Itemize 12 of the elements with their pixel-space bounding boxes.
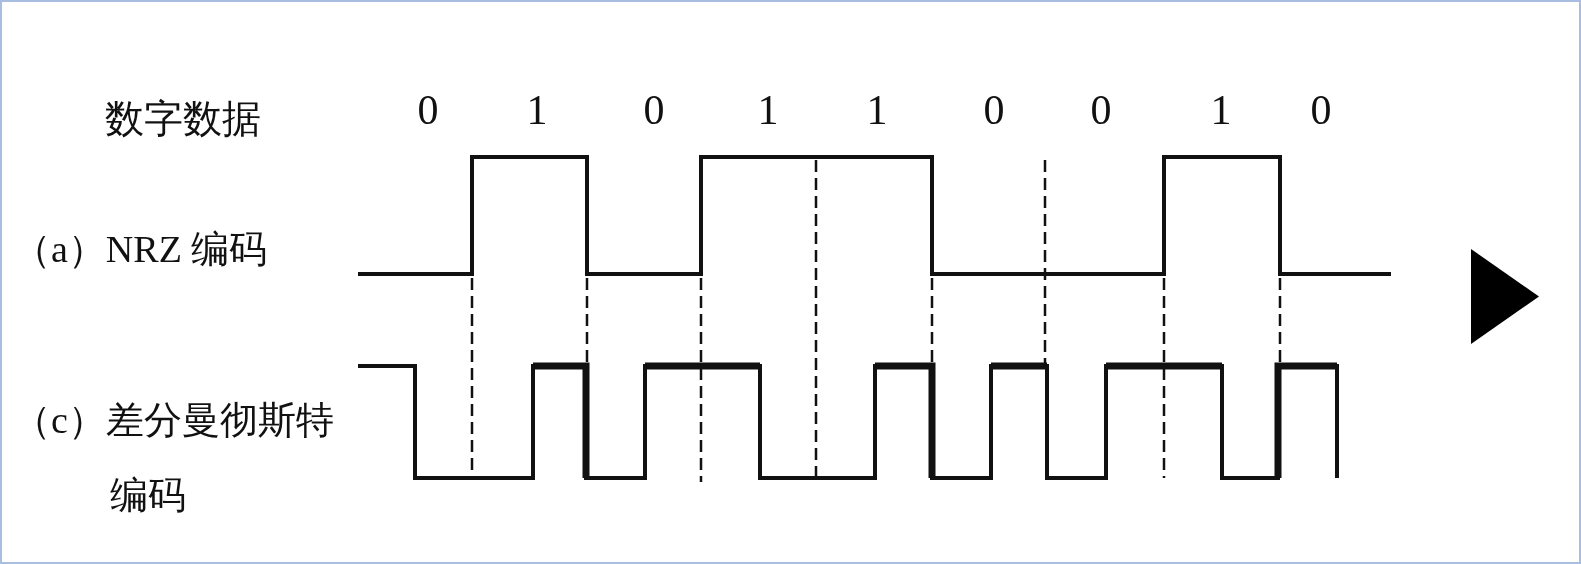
bit-value: 1 (1209, 86, 1233, 134)
signal-label: （a）NRZ 编码 (13, 227, 268, 272)
bit-value: 0 (642, 86, 666, 134)
bit-value: 0 (1089, 86, 1113, 134)
signal-label: （c）差分曼彻斯特编码 (13, 398, 335, 518)
bit-value: 1 (756, 86, 780, 134)
row-heading: 数字数据 (105, 95, 261, 143)
bit-value: 1 (525, 86, 549, 134)
bit-value: 0 (982, 86, 1006, 134)
bit-value: 1 (865, 86, 889, 134)
bit-value: 0 (1309, 86, 1333, 134)
bit-value: 0 (416, 86, 440, 134)
